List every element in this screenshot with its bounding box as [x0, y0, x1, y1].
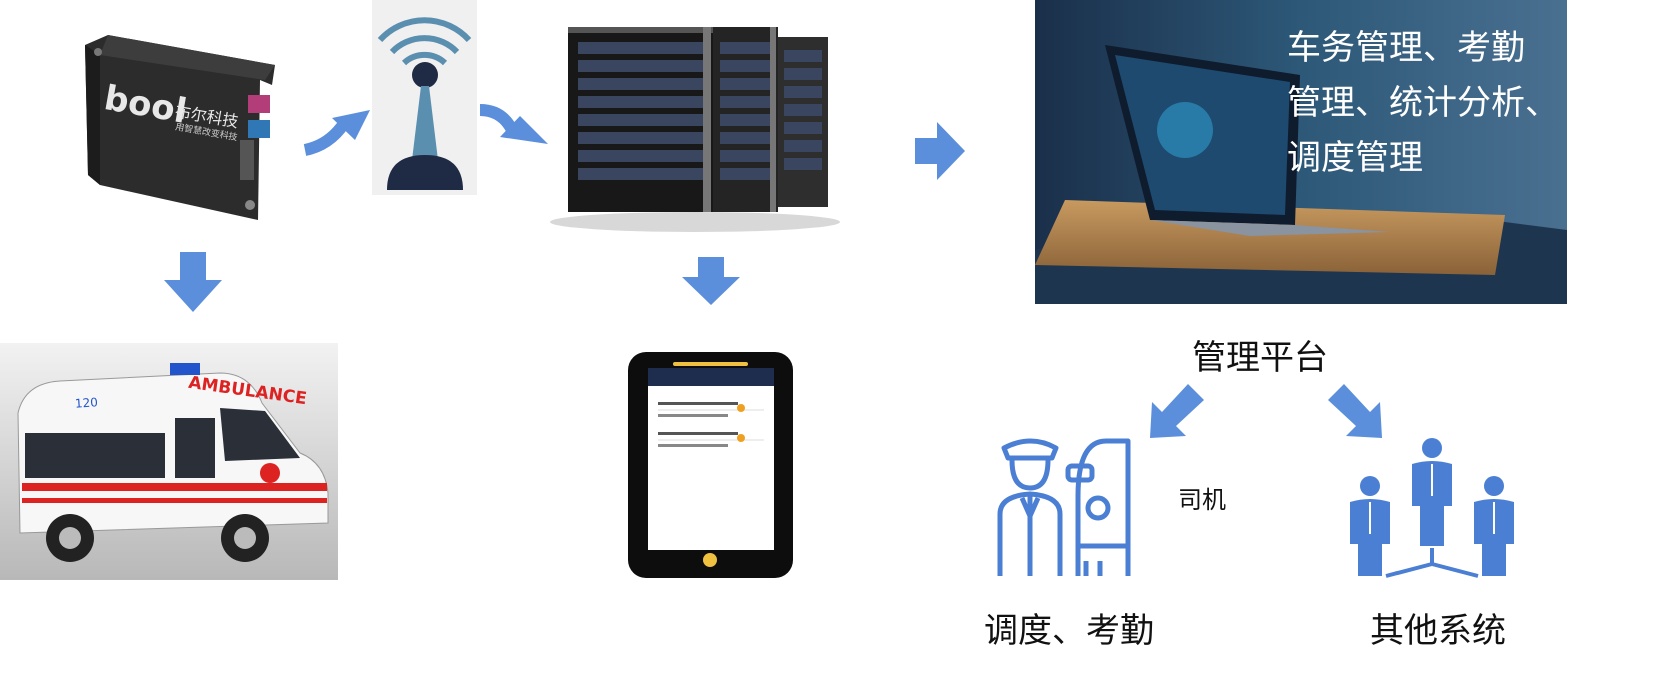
gps-terminal-device: bool 布尔科技 用智慧改变科技: [80, 25, 295, 225]
dispatch-label: 调度、考勤: [984, 611, 1154, 651]
down-arrow-icon: [162, 252, 224, 314]
driver-label: 司机: [1178, 486, 1226, 514]
down-right-arrow-icon: [1326, 382, 1384, 440]
platform-overlay-line-1: 车务管理、考勤: [1287, 28, 1525, 68]
other-systems-label: 其他系统: [1370, 611, 1506, 651]
people-network-icon: [1346, 436, 1518, 581]
curved-arrow-icon: [478, 102, 553, 157]
management-platform-photo: 车务管理、考勤 管理、统计分析、 调度管理: [1035, 0, 1567, 304]
platform-label: 管理平台: [1192, 338, 1328, 378]
signal-tower-icon: [372, 0, 477, 195]
platform-overlay-line-3: 调度管理: [1287, 138, 1423, 178]
curved-arrow-icon: [300, 100, 380, 160]
driver-icon: [996, 436, 1136, 581]
mobile-terminal-image: [628, 352, 793, 578]
down-arrow-icon: [680, 257, 742, 307]
platform-overlay-line-2: 管理、统计分析、: [1287, 83, 1559, 123]
down-left-arrow-icon: [1148, 382, 1206, 440]
ambulance-image: AMBULANCE 120: [0, 343, 338, 580]
server-rack-image: [548, 22, 843, 232]
ambulance-number: 120: [74, 395, 99, 411]
right-arrow-icon: [915, 120, 967, 182]
